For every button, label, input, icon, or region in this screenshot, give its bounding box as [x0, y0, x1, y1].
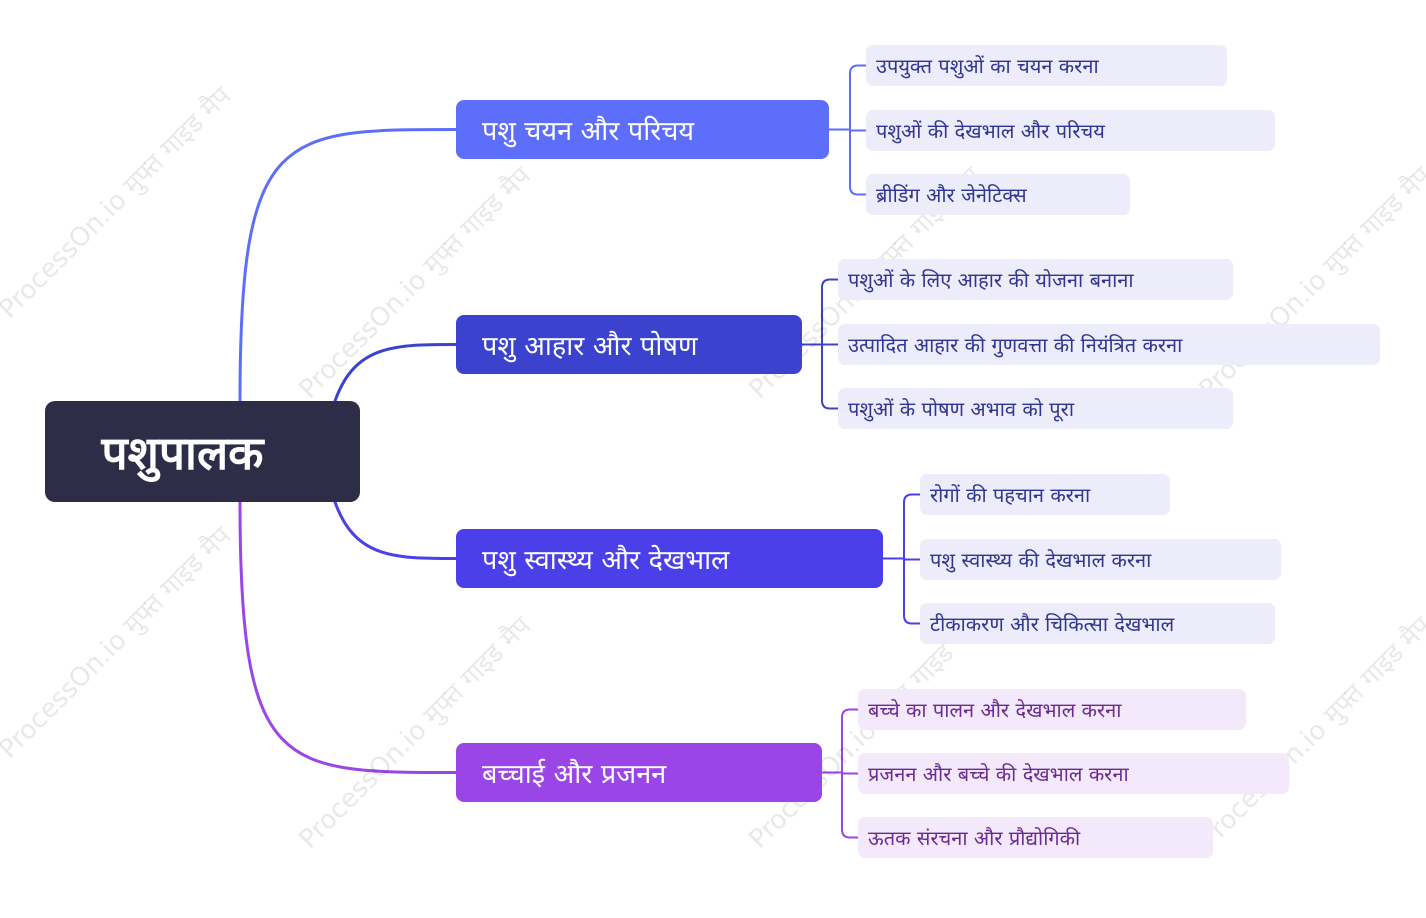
- branch-topic-animal-feed[interactable]: पशु आहार और पोषण: [456, 315, 802, 374]
- subtopic-label: उपयुक्त पशुओं का चयन करना: [876, 54, 1099, 78]
- subtopic[interactable]: टीकाकरण और चिकित्सा देखभाल: [920, 603, 1275, 644]
- subtopic-label: रोगों की पहचान करना: [930, 483, 1091, 507]
- branch-topic-label: पशु चयन और परिचय: [482, 116, 695, 147]
- subtopic-label: पशुओं के पोषण अभाव को पूरा: [848, 397, 1075, 421]
- subtopic[interactable]: उपयुक्त पशुओं का चयन करना: [866, 45, 1227, 86]
- subtopic[interactable]: पशुओं के लिए आहार की योजना बनाना: [838, 259, 1233, 300]
- subtopic[interactable]: पशु स्वास्थ्य की देखभाल करना: [920, 539, 1281, 580]
- branch-connector: [238, 128, 458, 403]
- subtopic-connector: [849, 64, 867, 75]
- branch-topic-breeding[interactable]: बच्चाई और प्रजनन: [456, 743, 822, 802]
- branch-topic-label: पशु आहार और पोषण: [482, 331, 698, 362]
- subtopic-label: पशु स्वास्थ्य की देखभाल करना: [930, 548, 1152, 572]
- subtopic[interactable]: पशुओं के पोषण अभाव को पूरा: [838, 388, 1233, 429]
- branch-topic-label: पशु स्वास्थ्य और देखभाल: [482, 545, 730, 576]
- subtopic-label: बच्चे का पालन और देखभाल करना: [868, 698, 1122, 722]
- subtopic[interactable]: रोगों की पहचान करना: [920, 474, 1170, 515]
- branch-connector: [333, 343, 458, 403]
- subtopic-connector: [849, 185, 867, 196]
- subtopic-connector: [821, 278, 839, 289]
- subtopic[interactable]: उत्पादित आहार की गुणवत्ता की नियंत्रित क…: [838, 324, 1380, 365]
- subtopic-label: प्रजनन और बच्चे की देखभाल करना: [868, 762, 1129, 786]
- subtopic-connector: [903, 614, 921, 625]
- subtopic-label: पशुओं के लिए आहार की योजना बनाना: [848, 268, 1134, 292]
- subtopic[interactable]: ऊतक संरचना और प्रौद्योगिकी: [858, 817, 1213, 858]
- root-topic[interactable]: पशुपालक: [45, 401, 360, 502]
- subtopic[interactable]: प्रजनन और बच्चे की देखभाल करना: [858, 753, 1289, 794]
- subtopic-connector: [841, 708, 859, 719]
- subtopic-label: टीकाकरण और चिकित्सा देखभाल: [930, 612, 1175, 636]
- branch-topic-animal-selection[interactable]: पशु चयन और परिचय: [456, 100, 829, 159]
- subtopic-connector: [903, 493, 921, 504]
- subtopic-connector: [841, 828, 859, 839]
- branch-topic-label: बच्चाई और प्रजनन: [482, 759, 667, 790]
- subtopic-label: ऊतक संरचना और प्रौद्योगिकी: [868, 826, 1081, 850]
- branch-connector: [333, 500, 458, 560]
- subtopic-label: उत्पादित आहार की गुणवत्ता की नियंत्रित क…: [848, 333, 1183, 357]
- subtopic[interactable]: ब्रीडिंग और जेनेटिक्स: [866, 174, 1130, 215]
- subtopic-connector: [821, 399, 839, 410]
- branch-connector: [238, 500, 458, 774]
- subtopic[interactable]: बच्चे का पालन और देखभाल करना: [858, 689, 1246, 730]
- subtopic-label: ब्रीडिंग और जेनेटिक्स: [876, 183, 1027, 207]
- branch-topic-animal-health[interactable]: पशु स्वास्थ्य और देखभाल: [456, 529, 883, 588]
- root-topic-label: पशुपालक: [101, 425, 264, 480]
- subtopic-label: पशुओं की देखभाल और परिचय: [876, 119, 1105, 143]
- subtopic[interactable]: पशुओं की देखभाल और परिचय: [866, 110, 1275, 151]
